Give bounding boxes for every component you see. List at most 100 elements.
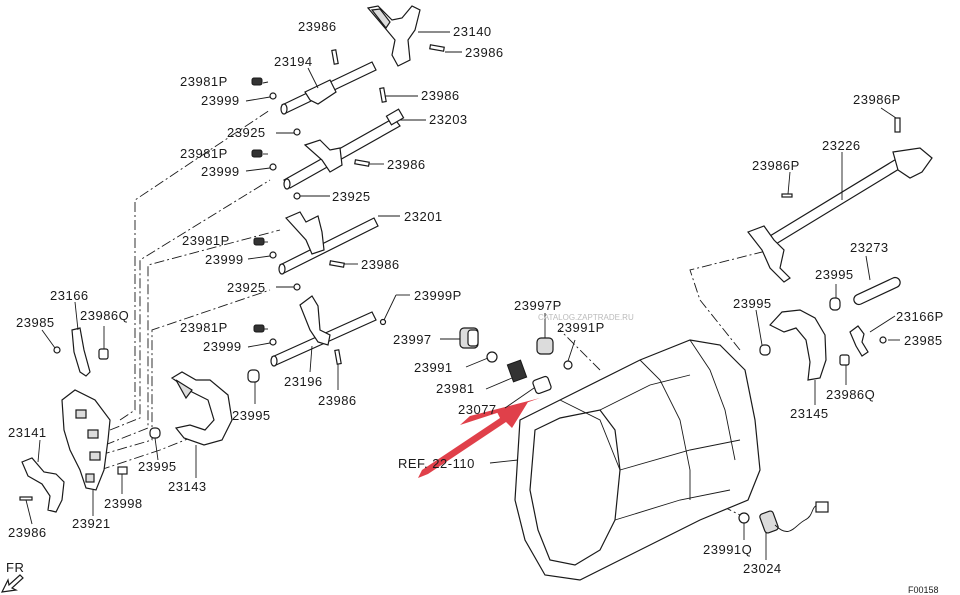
o-ring-23991P	[563, 360, 573, 370]
label-23991P: 23991P	[557, 320, 605, 335]
o-ring-23991Q	[738, 512, 750, 524]
rod-23273	[853, 276, 901, 306]
shift-bracket-23921	[61, 389, 111, 491]
label-23995-a: 23995	[232, 408, 271, 423]
label-23986Q-b: 23986Q	[826, 387, 875, 402]
o-ring-23991	[486, 351, 498, 363]
bushing-23995-c	[829, 297, 841, 311]
label-23986Q-a: 23986Q	[80, 308, 129, 323]
clip-23985-a	[53, 346, 61, 354]
label-23143: 23143	[168, 479, 207, 494]
ball-23999P	[379, 318, 387, 326]
label-23981P-b: 23981P	[180, 146, 228, 161]
sensor-23024	[759, 501, 829, 534]
shift-rod-23196	[270, 295, 377, 367]
label-23991Q: 23991Q	[703, 542, 752, 557]
label-23194: 23194	[274, 54, 313, 69]
transmission-case	[514, 339, 761, 581]
figure-code: F00158	[908, 585, 939, 595]
label-23997: 23997	[393, 332, 432, 347]
label-23986-c: 23986	[421, 88, 460, 103]
bushing-23986Q-b	[839, 354, 850, 366]
label-23991: 23991	[414, 360, 453, 375]
label-23981P-d: 23981P	[180, 320, 228, 335]
plunger-23925-b	[293, 192, 301, 200]
label-23024: 23024	[743, 561, 782, 576]
shift-fork-23141	[21, 457, 65, 513]
label-23986-e: 23986	[361, 257, 400, 272]
annotation-arrow	[418, 398, 540, 478]
plunger-23925-c	[293, 283, 301, 291]
label-23925-a: 23925	[227, 125, 266, 140]
pin-23986-c	[379, 87, 387, 103]
sensor-23998	[117, 466, 128, 475]
label-23995-d: 23995	[733, 296, 772, 311]
label-23077: 23077	[458, 402, 497, 417]
label-23985-b: 23985	[904, 333, 943, 348]
label-23997P: 23997P	[514, 298, 562, 313]
shift-fork-23145	[769, 309, 827, 381]
label-23921: 23921	[72, 516, 111, 531]
label-23140: 23140	[453, 24, 492, 39]
shift-rod-23201	[278, 211, 379, 275]
bushing-23995-d	[759, 344, 771, 356]
label-23986-g: 23986	[8, 525, 47, 540]
spring-23981P-a	[251, 77, 263, 86]
ball-23999-a	[269, 92, 277, 100]
bushing-23997	[459, 327, 479, 349]
ball-23999-b	[269, 163, 277, 171]
pin-23986-d	[354, 159, 370, 167]
label-23998: 23998	[104, 496, 143, 511]
label-23925-b: 23925	[332, 189, 371, 204]
label-23999-a: 23999	[201, 93, 240, 108]
label-23981P-c: 23981P	[182, 233, 230, 248]
label-23999-d: 23999	[203, 339, 242, 354]
part-labels: 23986 23140 23986 23194 23981P 23999 239…	[8, 19, 944, 576]
plunger-23925-a	[293, 128, 301, 136]
label-23999-c: 23999	[205, 252, 244, 267]
bushing-23986Q-a	[98, 348, 109, 360]
shift-fork-23143	[170, 371, 233, 446]
pin-23986P-a	[894, 117, 901, 133]
label-23201: 23201	[404, 209, 443, 224]
label-23986-d: 23986	[387, 157, 426, 172]
pin-23986-f	[334, 349, 342, 365]
front-direction-indicator: FR	[0, 560, 24, 593]
bushing-23997P	[536, 337, 554, 355]
label-23999-b: 23999	[201, 164, 240, 179]
pin-23986-e	[329, 260, 345, 268]
shift-rod-23226	[747, 147, 933, 283]
label-23273: 23273	[850, 240, 889, 255]
front-arrow-icon	[0, 574, 24, 593]
spring-23981P-b	[251, 149, 263, 158]
shift-lever-23166P	[849, 325, 869, 357]
pin-23986-b	[429, 44, 445, 52]
label-23986-f: 23986	[318, 393, 357, 408]
spring-23981P-d	[253, 324, 265, 333]
label-ref-22-110: REF. 22-110	[398, 456, 475, 471]
fr-label: FR	[6, 560, 24, 575]
shift-rod-23203	[283, 108, 405, 190]
clip-23985-b	[879, 336, 887, 344]
label-23986P-a: 23986P	[853, 92, 901, 107]
spring-23981P-c	[253, 237, 265, 246]
bushing-23995-b	[149, 427, 161, 439]
label-23196: 23196	[284, 374, 323, 389]
label-23986P-b: 23986P	[752, 158, 800, 173]
shift-fork-23140	[366, 5, 421, 67]
pin-23986-g	[19, 496, 33, 501]
label-23141: 23141	[8, 425, 47, 440]
label-23166P: 23166P	[896, 309, 944, 324]
pin-23986-a	[331, 49, 339, 65]
label-23925-c: 23925	[227, 280, 266, 295]
shift-rod-23194	[280, 61, 377, 115]
watermark: CATALOG.ZAPTRADE.RU	[538, 313, 634, 322]
label-23145: 23145	[790, 406, 829, 421]
label-23986-b: 23986	[465, 45, 504, 60]
leader-lines	[25, 31, 900, 560]
label-23999P: 23999P	[414, 288, 462, 303]
shift-lever-23166	[71, 327, 91, 377]
pin-23986P-b	[781, 193, 793, 198]
bushing-23995-a	[247, 369, 260, 383]
